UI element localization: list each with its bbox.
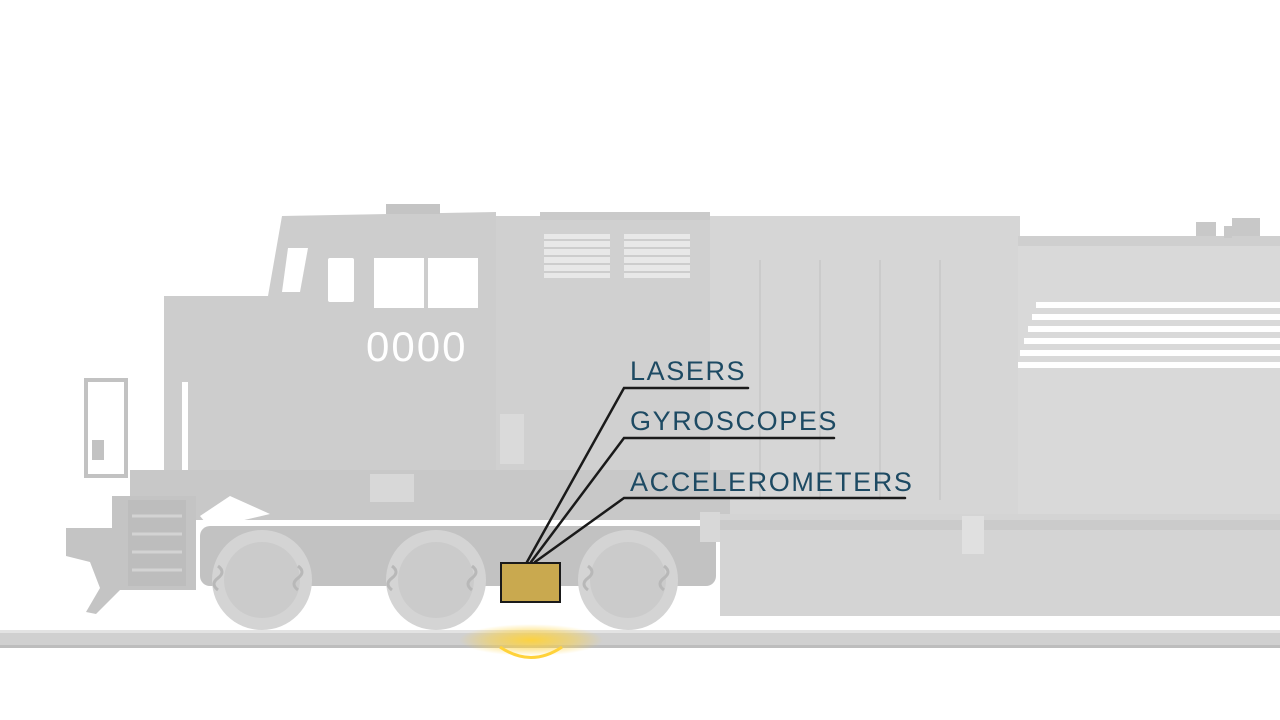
locomotive-silhouette	[66, 204, 1280, 630]
callout-label-gyroscopes: GYROSCOPES	[630, 406, 839, 436]
unit-number: 0000	[366, 323, 468, 370]
callout-leader-lines	[525, 386, 907, 564]
sensor-box	[500, 562, 561, 603]
laser-glow	[459, 624, 603, 659]
callout-label-lasers: LASERS	[630, 356, 747, 386]
callout-label-accelerometers: ACCELEROMETERS	[630, 467, 914, 497]
wheels	[212, 530, 678, 630]
rail	[0, 630, 1280, 648]
